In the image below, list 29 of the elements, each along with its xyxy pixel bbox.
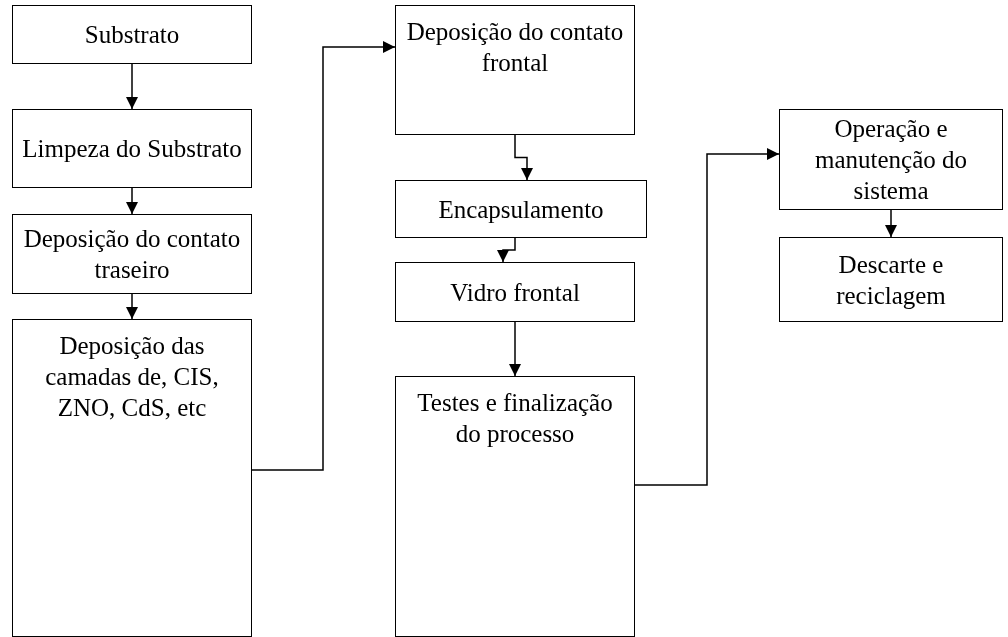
arrow	[251, 41, 396, 471]
arrow	[634, 148, 780, 486]
step-label: Vidro frontal	[450, 277, 580, 308]
process-box	[12, 5, 252, 64]
step-label: Deposição das camadas de, CIS, ZNO, CdS, etc	[44, 331, 220, 423]
arrow	[885, 209, 897, 238]
process-box	[779, 109, 1003, 210]
arrow	[514, 134, 533, 181]
step-label: Descarte e reciclagem	[835, 249, 947, 311]
arrow	[509, 321, 521, 377]
arrow	[126, 187, 138, 215]
process-box	[779, 237, 1003, 322]
process-box	[395, 180, 647, 238]
step-label: Testes e finalização do processo	[416, 388, 614, 449]
step-label: Substrato	[84, 20, 180, 50]
process-box	[395, 262, 635, 322]
arrow	[126, 293, 138, 320]
step-label: Operação e manutenção do sistema	[814, 114, 968, 206]
process-box	[395, 376, 635, 637]
process-box	[12, 214, 252, 294]
arrow	[497, 237, 516, 263]
process-box	[12, 109, 252, 188]
process-box	[12, 319, 252, 637]
step-label: Deposição do contato frontal	[405, 17, 625, 78]
step-label: Encapsulamento	[438, 194, 604, 225]
step-label: Deposição do contato traseiro	[22, 224, 242, 285]
step-label: Limpeza do Substrato	[22, 134, 242, 164]
process-box	[395, 5, 635, 135]
arrow	[126, 63, 138, 110]
